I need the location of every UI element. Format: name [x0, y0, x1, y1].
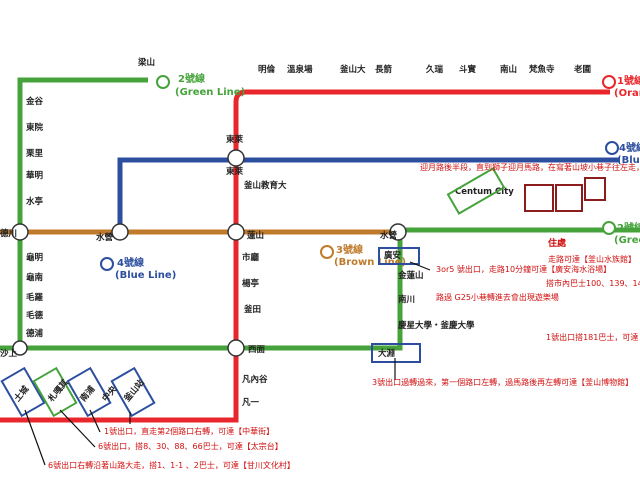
station-seomyeon: 西面 [248, 345, 266, 355]
annotation-chinatown: 1號出口，直走第2個路口右轉，可達【中華街】 [104, 426, 274, 436]
line4-sub-left: (Blue Line) [115, 270, 176, 281]
annotation-aquarium: 走路可達【釜山水族館】 [548, 254, 636, 264]
station-sasang: 沙上 [0, 348, 18, 359]
station-nampo: 南浦 [78, 383, 98, 403]
station-gunam: 龜南 [26, 272, 44, 283]
station-dongwon: 東院 [26, 122, 44, 133]
station-yulli: 栗里 [25, 149, 44, 159]
line1-track [0, 89, 610, 423]
line2-sub-right: (Green Line) [614, 235, 640, 246]
station-yangjeong: 楊亭 [242, 278, 260, 289]
line4-name-left: 4號線 [117, 256, 144, 269]
station-deokcheon: 德川 [0, 228, 17, 239]
station-kyungsung: 慶星大學・釜慶大學 [398, 320, 475, 331]
station-minam: 水營 [95, 232, 114, 243]
line4-sub: (Blue Line) [617, 155, 640, 166]
line3-sub: (Brown Line) [334, 257, 406, 268]
station-myeongnyun: 明倫 [258, 64, 276, 75]
highlight-nampo [66, 366, 112, 418]
station-namsan: 南山 [500, 64, 517, 75]
line1-name: 1號線 [617, 74, 640, 87]
highlight-toseong [0, 366, 46, 418]
annotation-museum: 3號出口過轉過來，第一個路口左轉，過馬路後再左轉可達【釜山博物館】 [372, 377, 633, 387]
station-yangsan: 梁山 [137, 57, 155, 68]
line4-track [117, 157, 620, 232]
station-hwamyeong: 華明 [26, 170, 44, 181]
line4-badge-left: 4號線 (Blue Line) [100, 256, 176, 281]
line2-track [0, 77, 640, 351]
station-namcheon: 南川 [398, 294, 415, 305]
line3-name: 3號線 [336, 243, 363, 256]
line4-name: 4號線 [619, 141, 640, 154]
station-geumnyeonsan: 金蓮山 [397, 270, 424, 281]
transfer-yeonsan [227, 223, 245, 241]
station-nopo: 老圃 [573, 64, 591, 75]
station-beomnaegol: 凡內谷 [242, 374, 268, 385]
station-busan-station: 釜山站 [121, 377, 147, 405]
line2-sub: (Green Line) [175, 87, 245, 98]
transfer-seomyeon [227, 339, 245, 357]
transfer-sasang [12, 340, 28, 356]
highlight-gwangan [378, 247, 420, 265]
station-sujeong: 水亭 [25, 196, 44, 207]
line2-badge-right: 2號線 (Green Line) [602, 221, 640, 246]
transfer-suyeong [389, 223, 407, 241]
station-dongnae-l4: 東萊 [226, 166, 244, 177]
highlight-jangsan [584, 177, 606, 201]
highlight-daeyeon [371, 343, 421, 363]
station-jangjeon: 長箭 [375, 64, 393, 75]
station-suyeong: 水營 [379, 230, 398, 241]
station-gwangan: 廣安 [383, 250, 402, 261]
station-beomil: 凡一 [242, 398, 260, 408]
transfer-minam [111, 223, 129, 241]
highlight-busan-station [110, 366, 156, 418]
highlight-centum [446, 167, 506, 215]
station-gumyeong: 龜明 [26, 252, 44, 263]
station-yeonsan: 蓮山 [247, 230, 264, 241]
station-geumgok: 金谷 [25, 96, 44, 107]
station-centum: Centum City [455, 187, 514, 197]
station-pusan-univ: 釜山大 [339, 64, 366, 75]
pointer-arrows [24, 261, 431, 466]
station-dusil: 斗實 [459, 64, 477, 75]
annotation-haedong: 1號出口搭181巴士，可達【海東龍宮寺】 [546, 332, 640, 342]
station-oncheonjang: 溫泉場 [287, 64, 313, 75]
station-dongnae: 東萊 [226, 134, 244, 145]
annotation-taejongdae: 6號出口，搭8、30、88、66巴士，可達【太宗台】 [98, 441, 283, 451]
line1-badge: 1號線 (Orange Line) [602, 74, 640, 99]
station-mora: 毛羅 [26, 292, 44, 303]
line2-name: 2號線 [178, 72, 205, 85]
station-labels: 老圃 梵魚寺 南山 斗實 久瑞 長箭 釜山大 溫泉場 明倫 東萊 釜山教育大 蓮… [0, 57, 591, 408]
station-toseong: 土城 [12, 383, 32, 403]
station-bujeon: 釜田 [243, 304, 261, 315]
line3-badge: 3號線 (Brown Line) [320, 243, 406, 268]
station-daeyeon: 大淵 [378, 348, 395, 359]
station-guseo: 久瑞 [425, 64, 444, 75]
line1-sub: (Orange Line) [614, 88, 640, 99]
station-jungang: 中央 [100, 383, 120, 403]
annotation-playground: 路過 G25小巷轉進去會出現遊樂場 [436, 292, 559, 302]
annotation-bus-moontan: 搭市內巴士100、139、140、141、142、239、302號至尾浦站下車，… [546, 278, 640, 288]
highlight-jagalchi [32, 366, 78, 418]
line4-badge-right: 4號線 (Blue Line) [605, 141, 640, 166]
annotation-gamcheon: 6號出口右轉沿著山路大走，搭1、1-1 、2巴士，可達【甘川文化村】 [48, 460, 295, 470]
station-deokpo: 德浦 [26, 328, 44, 339]
line2-badge-top: 2號線 (Green Line) [156, 72, 245, 98]
annotation-home: 住處 [548, 237, 567, 249]
transfer-stations [11, 149, 407, 357]
transfer-deokcheon [11, 223, 29, 241]
station-city-hall: 市廳 [242, 252, 260, 263]
annotation-gwangalli: 3or5 號出口，走路10分鐘可達【廣安海水浴場】 [436, 264, 611, 274]
annotation-moontan-road: 迎月路後半段，直到獅子迎月馬路，在寫著山坡小巷子往左走，可達【해운대LIVEST… [420, 162, 640, 172]
line2-name-right: 2號線 [617, 221, 640, 234]
station-beomeosa: 梵魚寺 [529, 64, 555, 75]
station-modeok: 毛德 [26, 310, 44, 321]
station-busan-edu: 釜山教育大 [243, 180, 287, 191]
highlight-haeundae [524, 184, 554, 212]
highlight-jungdong [555, 184, 583, 212]
transfer-dongnae [227, 149, 245, 167]
